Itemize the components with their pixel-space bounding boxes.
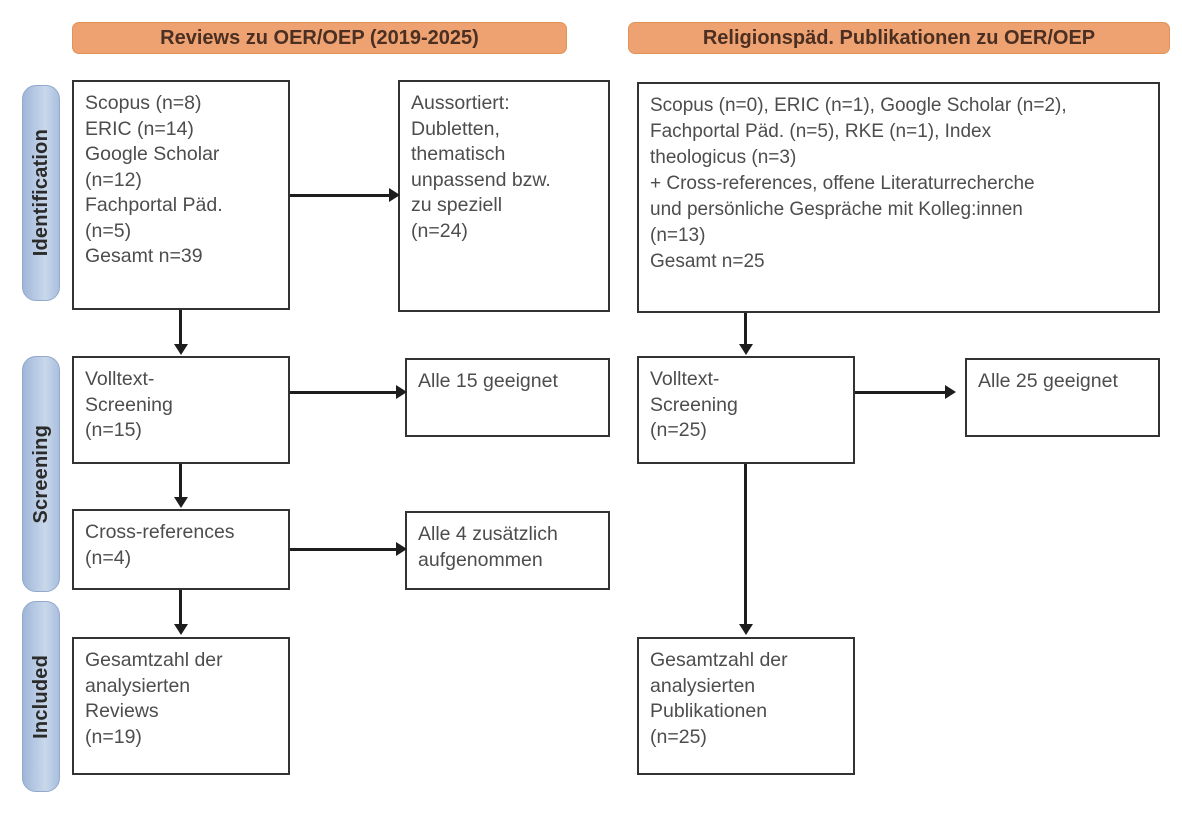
box-line: Gesamt n=39 xyxy=(85,245,203,267)
connector-right-screening-to-result xyxy=(855,391,946,394)
column-header-publications: Religionspäd. Publikationen zu OER/OEP xyxy=(628,22,1170,54)
box-line: (n=13) xyxy=(650,225,706,246)
box-line: (n=15) xyxy=(85,419,142,441)
arrowhead-left-screening-to-result xyxy=(396,385,407,399)
box-line: Gesamtzahl der xyxy=(650,649,788,671)
box-line: (n=25) xyxy=(650,419,707,441)
box-line: ERIC (n=14) xyxy=(85,117,194,140)
box-line: theologicus (n=3) xyxy=(650,147,797,168)
column-header-reviews-label: Reviews zu OER/OEP (2019-2025) xyxy=(160,26,479,49)
box-line: und persönliche Gespräche mit Kolleg:inn… xyxy=(650,199,1023,220)
box-line: Alle 15 geeignet xyxy=(418,370,558,392)
phase-tab-screening-label: Screening xyxy=(29,424,52,524)
box-right-included-total: Gesamtzahl der analysierten Publikatione… xyxy=(637,637,855,775)
box-line: Cross-references xyxy=(85,521,235,543)
box-line: Reviews xyxy=(85,700,159,722)
box-left-included-total: Gesamtzahl der analysierten Reviews (n=1… xyxy=(72,637,290,775)
connector-right-sources-to-screening xyxy=(744,313,747,346)
connector-left-cross-to-result xyxy=(290,548,397,551)
box-line: Dubletten, xyxy=(411,117,500,140)
box-line: Gesamtzahl der xyxy=(85,649,223,671)
box-line: (n=5) xyxy=(85,219,132,242)
box-line: analysierten xyxy=(650,674,756,697)
box-left-cross-references: Cross-references (n=4) xyxy=(72,509,290,590)
column-header-publications-label: Religionspäd. Publikationen zu OER/OEP xyxy=(702,26,1096,49)
box-line: Alle 25 geeignet xyxy=(978,370,1118,392)
box-line: thematisch xyxy=(411,143,506,165)
phase-tab-included-label: Included xyxy=(29,654,52,739)
column-header-reviews: Reviews zu OER/OEP (2019-2025) xyxy=(72,22,567,54)
box-left-fulltext-screening: Volltext- Screening (n=15) xyxy=(72,356,290,464)
box-line: Volltext- xyxy=(85,368,155,390)
box-line: Screening xyxy=(85,393,173,416)
box-line: Aussortiert: xyxy=(411,92,510,114)
box-line: (n=24) xyxy=(411,219,468,242)
box-right-fulltext-screening: Volltext- Screening (n=25) xyxy=(637,356,855,464)
box-line: Fachportal Päd. (n=5), RKE (n=1), Index xyxy=(650,121,992,142)
connector-left-cross-to-included xyxy=(179,590,182,626)
arrowhead-left-cross-to-result xyxy=(396,542,407,556)
box-line: Scopus (n=8) xyxy=(85,92,202,114)
phase-tab-screening: Screening xyxy=(22,356,60,592)
box-line: Screening xyxy=(650,393,738,416)
connector-left-screening-to-result xyxy=(290,391,397,394)
box-line: Gesamt n=25 xyxy=(650,251,765,272)
box-line: analysierten xyxy=(85,674,191,697)
box-right-identification-sources: Scopus (n=0), ERIC (n=1), Google Scholar… xyxy=(637,82,1160,313)
box-line: Fachportal Päd. xyxy=(85,194,223,216)
box-line: Google Scholar xyxy=(85,143,220,165)
arrowhead-left-cross-to-included xyxy=(174,624,188,635)
box-left-identification-sources: Scopus (n=8) ERIC (n=14) Google Scholar … xyxy=(72,80,290,310)
arrowhead-right-screening-to-included xyxy=(739,624,753,635)
connector-left-sources-to-screening xyxy=(179,310,182,346)
box-left-cross-result: Alle 4 zusätzlich aufgenommen xyxy=(405,511,610,590)
box-left-screening-result: Alle 15 geeignet xyxy=(405,358,610,437)
arrowhead-left-screening-to-cross xyxy=(174,497,188,508)
box-line: (n=12) xyxy=(85,168,142,191)
box-line: zu speziell xyxy=(411,194,503,216)
box-line: Scopus (n=0), ERIC (n=1), Google Scholar… xyxy=(650,95,1067,116)
arrowhead-left-sources-to-excluded xyxy=(389,188,400,202)
box-line: unpassend bzw. xyxy=(411,168,551,191)
box-line: (n=4) xyxy=(85,546,132,569)
arrowhead-right-sources-to-screening xyxy=(739,344,753,355)
box-line: Alle 4 zusätzlich xyxy=(418,523,558,545)
box-line: (n=19) xyxy=(85,725,142,748)
box-line: Publikationen xyxy=(650,700,768,722)
phase-tab-identification: Identification xyxy=(22,85,60,301)
connector-left-sources-to-excluded xyxy=(290,194,390,197)
box-line: + Cross-references, offene Literaturrech… xyxy=(650,173,1035,194)
phase-tab-identification-label: Identification xyxy=(29,129,52,257)
connector-right-screening-to-included xyxy=(744,464,747,626)
box-line: Volltext- xyxy=(650,368,720,390)
phase-tab-included: Included xyxy=(22,601,60,792)
arrowhead-right-screening-to-result xyxy=(945,385,956,399)
connector-left-screening-to-cross xyxy=(179,464,182,499)
box-line: aufgenommen xyxy=(418,548,543,571)
box-right-screening-result: Alle 25 geeignet xyxy=(965,358,1160,437)
arrowhead-left-sources-to-screening xyxy=(174,344,188,355)
box-left-excluded: Aussortiert: Dubletten, thematisch unpas… xyxy=(398,80,610,312)
box-line: (n=25) xyxy=(650,725,707,748)
